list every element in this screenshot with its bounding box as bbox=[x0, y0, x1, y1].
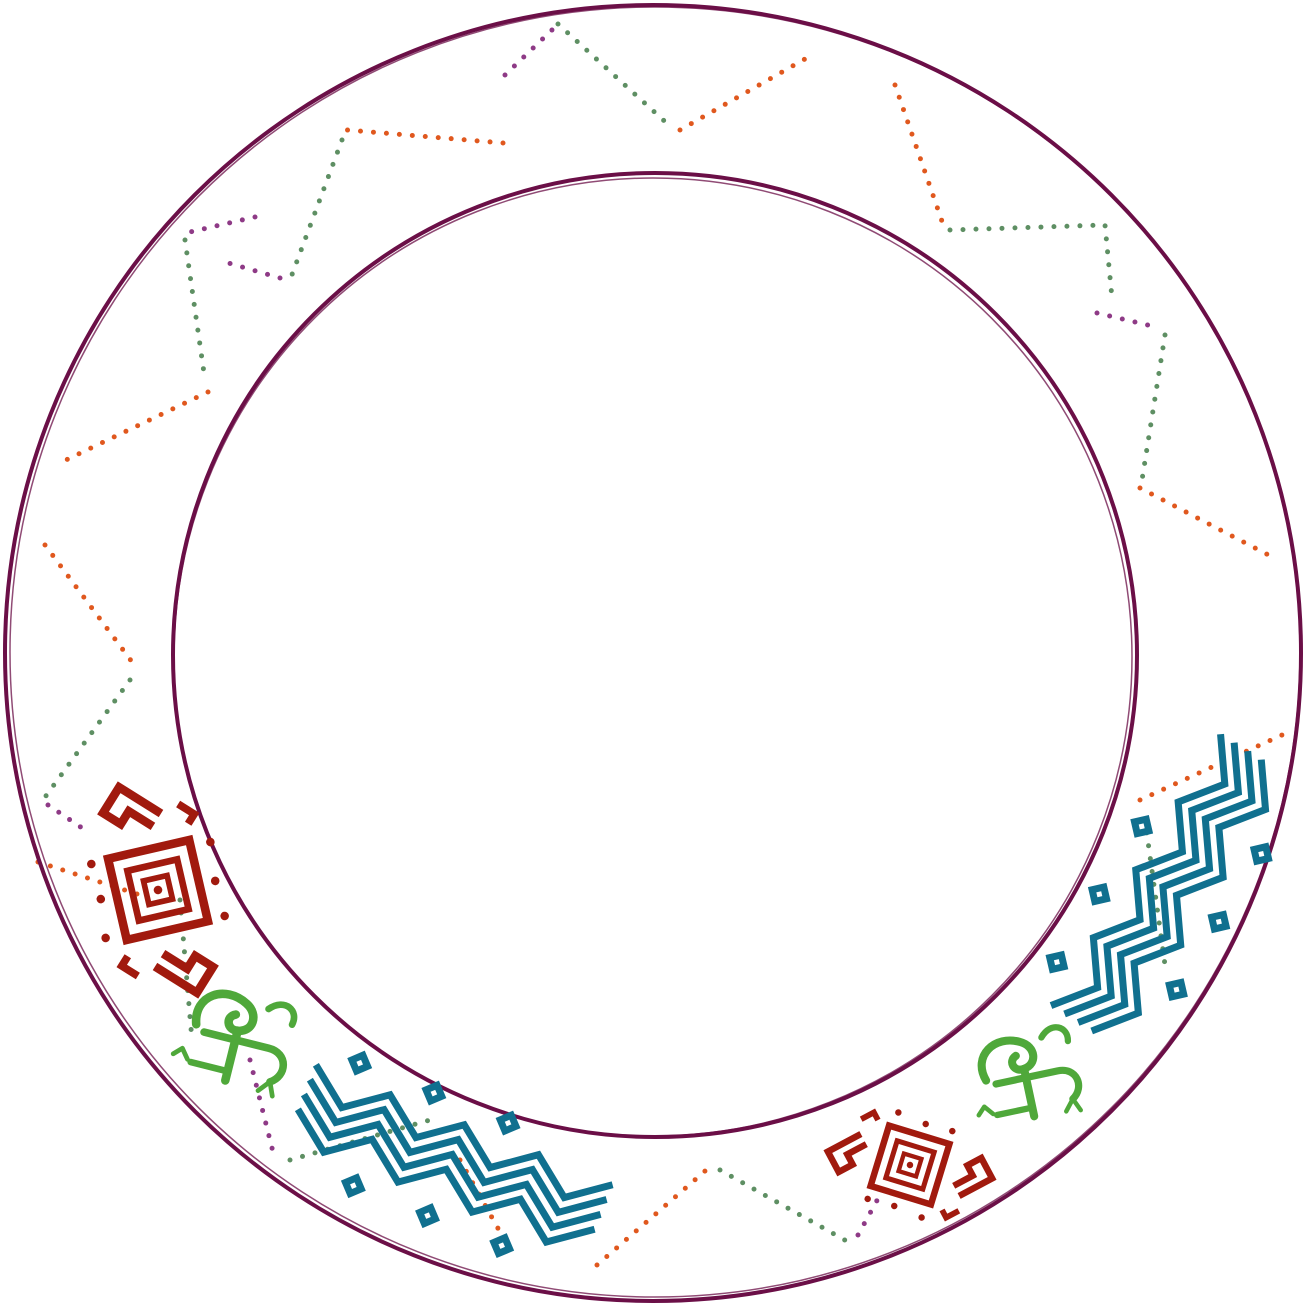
dotted-segment bbox=[182, 237, 208, 383]
outer-ring bbox=[3, 3, 1303, 1303]
dotted-segment bbox=[42, 542, 141, 673]
dotted-segment bbox=[177, 897, 195, 1043]
dotted-segment bbox=[45, 802, 91, 835]
dotted-segment bbox=[1094, 310, 1163, 331]
blue-zigzag-band-icon bbox=[276, 1040, 623, 1283]
dotted-segment bbox=[344, 127, 506, 146]
dotted-segment bbox=[1137, 485, 1281, 563]
green-bird-glyph-icon bbox=[169, 982, 298, 1097]
dotted-zigzag-pattern bbox=[35, 21, 1285, 1268]
dotted-segment bbox=[187, 214, 258, 235]
dotted-segment bbox=[215, 257, 283, 281]
dotted-segment bbox=[63, 389, 211, 463]
dotted-segment bbox=[947, 222, 1115, 301]
dotted-segment bbox=[247, 1057, 278, 1163]
red-fret-diamond-icon bbox=[822, 1078, 998, 1252]
dotted-segment bbox=[555, 21, 675, 131]
dotted-segment bbox=[855, 1192, 883, 1238]
dotted-segment bbox=[717, 1167, 853, 1246]
inner-ring bbox=[171, 171, 1139, 1139]
dotted-segment bbox=[892, 82, 948, 233]
dotted-segment bbox=[1142, 817, 1168, 968]
dotted-segment bbox=[1137, 732, 1285, 803]
dotted-segment bbox=[287, 1117, 433, 1163]
dotted-segment bbox=[1139, 332, 1168, 483]
dotted-segment bbox=[677, 52, 815, 133]
red-fret-diamond-icon bbox=[40, 773, 277, 1007]
dotted-segment bbox=[35, 859, 143, 898]
dotted-segment bbox=[457, 1157, 513, 1253]
dotted-segment bbox=[594, 1162, 715, 1268]
dotted-segment bbox=[287, 137, 345, 283]
dotted-segment bbox=[40, 677, 133, 803]
green-bird-glyph-icon bbox=[964, 1025, 1084, 1131]
dotted-segment bbox=[502, 27, 555, 78]
